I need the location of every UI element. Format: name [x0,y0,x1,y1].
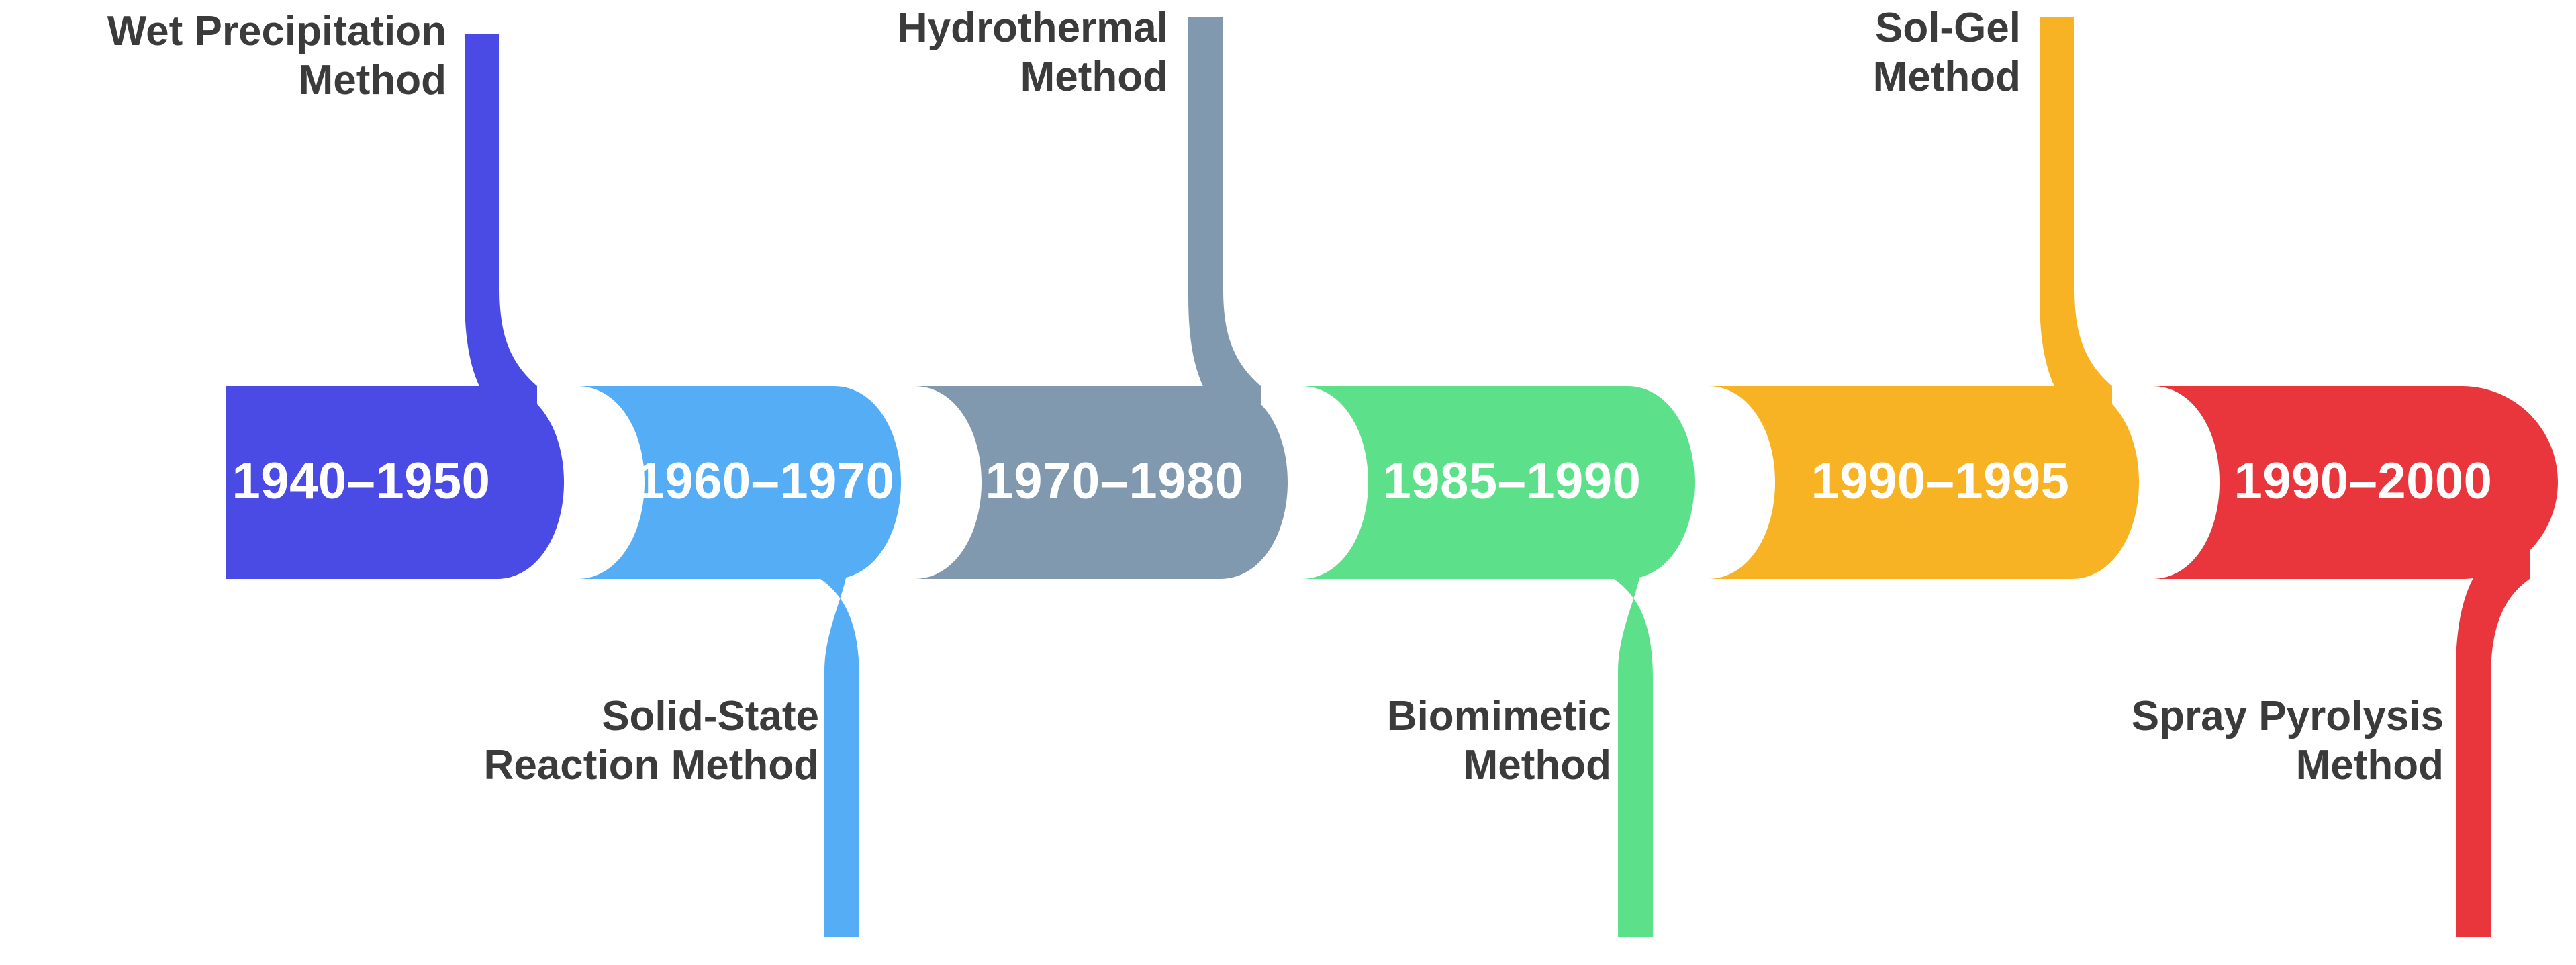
timeline-segment-6[interactable]: 1990–2000 [2152,386,2558,937]
connector-down-2 [820,531,859,937]
segment-body-3 [914,386,1288,579]
connector-down-4 [1614,531,1653,937]
segment-period-2: 1960–1970 [636,453,895,510]
segment-body-5 [1708,386,2139,579]
segment-body-4 [1301,386,1695,579]
connector-up-1 [465,34,537,436]
connector-up-3 [1188,17,1261,436]
timeline-segment-5[interactable]: 1990–1995 [1708,17,2139,579]
segment-period-4: 1985–1990 [1383,453,1641,510]
timeline-segment-1[interactable]: 1940–1950 [226,34,564,579]
timeline-segment-2[interactable]: 1960–1970 [577,386,901,937]
timeline-segment-3[interactable]: 1970–1980 [914,17,1288,579]
timeline-segment-4[interactable]: 1985–1990 [1301,386,1695,937]
connector-down-6 [2456,531,2530,937]
segment-period-3: 1970–1980 [986,453,1244,510]
segment-period-1: 1940–1950 [232,453,491,510]
connector-up-5 [2040,17,2112,436]
segment-body-1 [226,386,564,579]
segment-period-6: 1990–2000 [2234,453,2493,510]
segment-body-6 [2152,386,2558,579]
segment-period-5: 1990–1995 [1811,453,2070,510]
segment-body-2 [577,386,901,579]
